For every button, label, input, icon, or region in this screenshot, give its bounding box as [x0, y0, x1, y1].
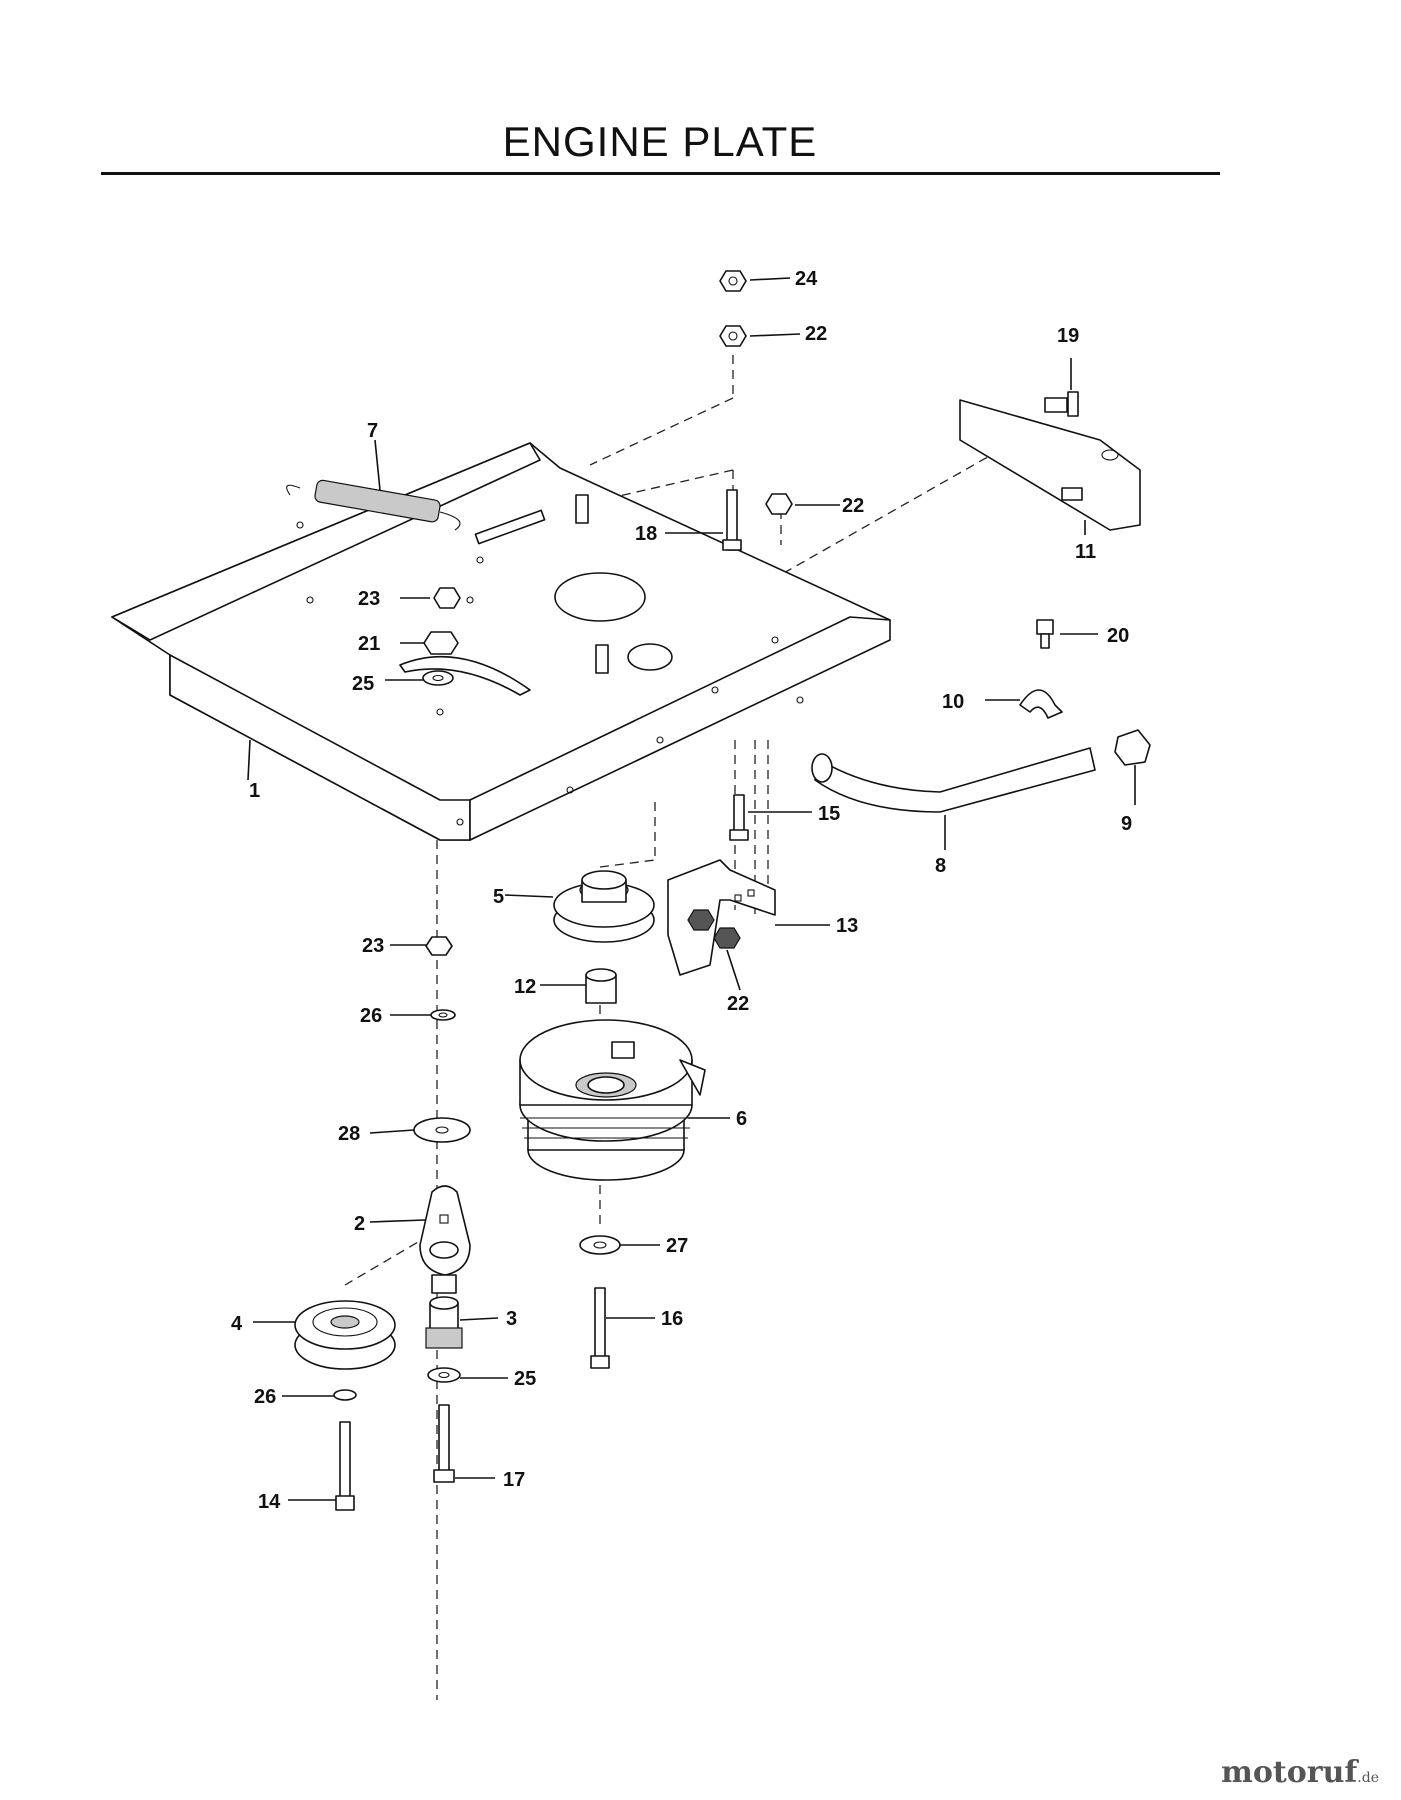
bolt-14 — [335, 1421, 355, 1511]
callout-25-top: 25 — [352, 673, 374, 695]
bolt-16 — [590, 1287, 610, 1369]
hose-8 — [811, 747, 1096, 813]
nut-22-top — [719, 325, 747, 347]
nut-22-mid — [765, 493, 793, 515]
callout-8: 8 — [935, 855, 946, 877]
callout-17: 17 — [503, 1469, 525, 1491]
callout-10: 10 — [942, 691, 964, 713]
cap-9 — [1114, 729, 1151, 766]
callout-26-top: 26 — [360, 1005, 382, 1027]
engine-plate-part — [111, 442, 891, 841]
callout-13: 13 — [836, 915, 858, 937]
bracket-13 — [667, 859, 776, 976]
callout-3: 3 — [506, 1308, 517, 1330]
watermark-logo: motoruf.de — [1221, 1755, 1379, 1790]
nut-23-low — [425, 936, 453, 956]
callout-21: 21 — [358, 633, 380, 655]
bolt-19 — [1044, 391, 1079, 417]
washer-25-top — [422, 670, 454, 686]
leader-lines — [247, 277, 1136, 1501]
page-title: ENGINE PLATE — [502, 118, 818, 165]
bolt-18 — [722, 489, 742, 551]
washer-26-top — [430, 1009, 456, 1021]
bolt-20 — [1036, 619, 1054, 649]
callout-labels: 24 22 22 18 23 21 25 7 1 19 11 20 10 9 8… — [231, 268, 1132, 1513]
callout-6: 6 — [736, 1108, 747, 1130]
callout-23-top: 23 — [358, 588, 380, 610]
nuts-22-bracket — [687, 909, 741, 949]
callout-4: 4 — [231, 1313, 243, 1335]
callout-20: 20 — [1107, 625, 1129, 647]
title-divider — [101, 172, 1220, 175]
nut-24 — [719, 270, 747, 292]
washer-25-low — [427, 1367, 461, 1383]
spring-part — [286, 479, 461, 531]
callout-25-low: 25 — [514, 1368, 536, 1390]
clutch-6 — [519, 1019, 706, 1181]
callout-16: 16 — [661, 1308, 683, 1330]
callout-19: 19 — [1057, 325, 1079, 347]
callout-5: 5 — [493, 886, 504, 908]
callout-9: 9 — [1121, 813, 1132, 835]
callout-15: 15 — [818, 803, 840, 825]
callout-22-bracket: 22 — [727, 993, 749, 1015]
callout-12: 12 — [514, 976, 536, 998]
bracket-11 — [959, 399, 1141, 531]
callout-14: 14 — [258, 1491, 281, 1513]
nut-21 — [423, 631, 459, 655]
idler-arm-2 — [419, 1185, 471, 1294]
callout-2: 2 — [354, 1213, 365, 1235]
callout-22-top: 22 — [805, 323, 827, 345]
bolt-17 — [433, 1404, 455, 1483]
washer-26-low — [333, 1389, 357, 1401]
nut-23-top — [433, 587, 461, 609]
bolt-15 — [729, 794, 749, 841]
pulley-4 — [294, 1300, 396, 1370]
pulley-5 — [553, 870, 655, 943]
clamp-10 — [1019, 689, 1063, 719]
callout-1: 1 — [249, 780, 260, 802]
callout-27: 27 — [666, 1235, 688, 1257]
callout-22-mid: 22 — [842, 495, 864, 517]
callout-23-low: 23 — [362, 935, 384, 957]
callout-28: 28 — [338, 1123, 360, 1145]
bushing-3 — [425, 1296, 463, 1349]
washer-27 — [579, 1235, 621, 1255]
callout-26-low: 26 — [254, 1386, 276, 1408]
callout-7: 7 — [367, 420, 378, 442]
spacer-12 — [585, 968, 617, 1004]
callout-11: 11 — [1075, 541, 1096, 563]
callout-24: 24 — [795, 268, 818, 290]
washer-28 — [413, 1117, 471, 1143]
callout-18: 18 — [635, 523, 657, 545]
